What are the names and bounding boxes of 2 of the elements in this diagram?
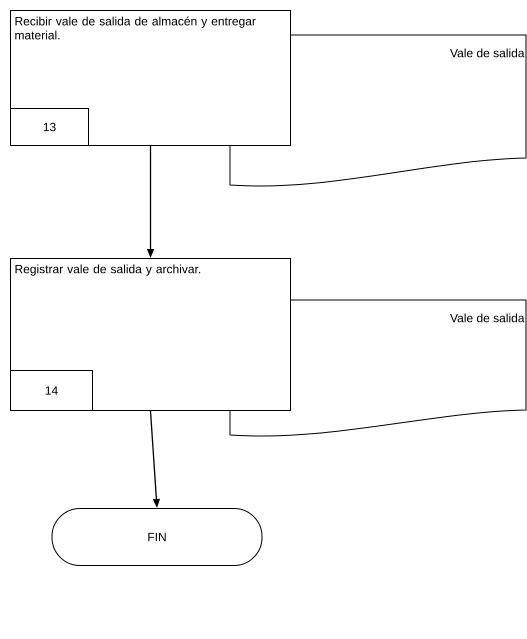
number-box: 14 bbox=[10, 370, 93, 411]
number-box: 13 bbox=[10, 108, 89, 146]
